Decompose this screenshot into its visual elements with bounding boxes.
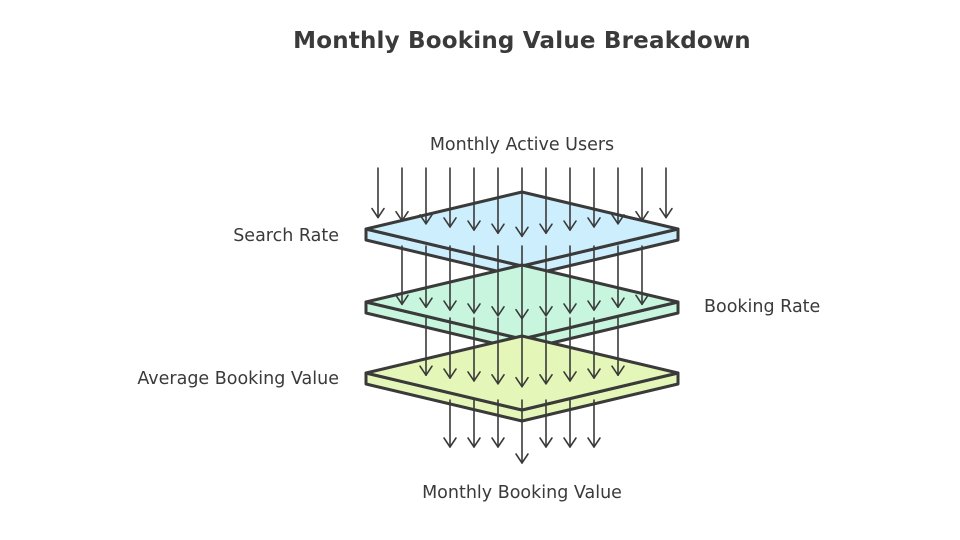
flow-arrow-users xyxy=(491,167,505,235)
flow-arrow-searches xyxy=(611,245,625,309)
flow-arrow-users xyxy=(635,167,649,222)
flow-arrow-value xyxy=(443,399,457,448)
flow-arrow-users xyxy=(419,167,433,225)
flow-arrow-bookings xyxy=(491,317,505,385)
flow-arrow-users xyxy=(467,167,481,231)
flow-arrow-value xyxy=(587,399,601,448)
flow-arrow-bookings xyxy=(443,317,457,379)
flow-arrow-searches xyxy=(563,245,577,314)
flow-arrow-users xyxy=(611,167,625,225)
flow-arrow-users xyxy=(563,167,577,231)
flow-arrow-searches xyxy=(443,245,457,311)
layer-label-search-rate: Search Rate xyxy=(233,226,339,246)
flow-arrow-value xyxy=(539,399,553,448)
flow-arrow-users xyxy=(371,167,385,219)
flow-arrow-value xyxy=(491,399,505,448)
flow-arrow-searches xyxy=(419,245,433,309)
flow-arrow-searches xyxy=(587,245,601,311)
flow-arrow-users xyxy=(587,167,601,228)
diagram-title: Monthly Booking Value Breakdown xyxy=(293,28,751,54)
flow-arrow-value xyxy=(515,399,529,464)
flow-arrow-searches xyxy=(539,245,553,317)
flow-arrow-bookings xyxy=(539,317,553,385)
flow-arrow-users xyxy=(515,167,529,238)
flow-arrow-bookings xyxy=(611,317,625,377)
flow-arrow-users xyxy=(659,167,673,219)
flow-arrow-searches xyxy=(467,245,481,314)
flow-arrow-users xyxy=(539,167,553,235)
flow-arrow-users xyxy=(443,167,457,228)
flow-arrow-searches xyxy=(635,245,649,306)
input-label-monthly-active-users: Monthly Active Users xyxy=(429,135,615,155)
flow-arrow-value xyxy=(563,399,577,448)
flow-arrow-users xyxy=(395,167,409,222)
flow-arrow-searches xyxy=(395,245,409,306)
output-label-monthly-booking-value: Monthly Booking Value xyxy=(422,483,622,503)
flow-arrow-bookings xyxy=(515,317,529,388)
flow-arrow-searches xyxy=(491,245,505,317)
flow-arrow-bookings xyxy=(587,317,601,379)
flow-arrow-bookings xyxy=(563,317,577,382)
layer-label-average-booking-value: Average Booking Value xyxy=(137,369,339,389)
flow-arrow-bookings xyxy=(467,317,481,382)
flow-arrow-bookings xyxy=(419,317,433,377)
flow-arrow-value xyxy=(467,399,481,448)
layer-label-booking-rate: Booking Rate xyxy=(704,297,821,317)
